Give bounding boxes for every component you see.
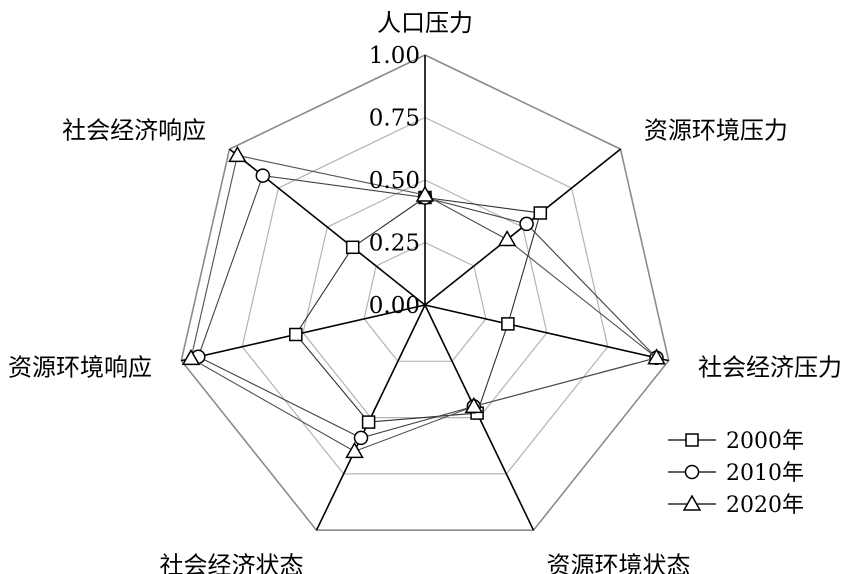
legend: 2000年 2010年 2020年: [668, 429, 804, 518]
tick-label: 0.00: [369, 293, 420, 319]
axis-label: 资源环境状态: [547, 551, 691, 574]
radar-grid: [180, 54, 670, 532]
data-point-triangle: [682, 494, 702, 511]
legend-item: 2000年: [668, 429, 804, 454]
tick-label: 1.00: [369, 43, 420, 69]
data-point-circle: [255, 168, 271, 183]
data-point-square: [685, 433, 699, 447]
tick-label: 0.50: [369, 168, 420, 194]
legend-label: 2010年: [726, 461, 804, 486]
axis-label: 资源环境响应: [8, 353, 152, 381]
data-point-square: [289, 327, 303, 342]
axis-label: 人口压力: [377, 9, 473, 37]
series-line: [190, 154, 658, 453]
data-point-square: [345, 240, 360, 255]
radial-tick-labels: 0.00 0.25 0.50 0.75 1.00: [369, 43, 420, 319]
data-point-triangle: [228, 145, 247, 163]
data-point-circle: [353, 430, 369, 446]
grid-ring: [180, 54, 670, 532]
data-point-circle: [519, 216, 534, 232]
data-point-square: [533, 206, 548, 220]
axis-label: 社会经济压力: [698, 353, 842, 381]
legend-label: 2000年: [726, 429, 804, 454]
series-line: [197, 174, 658, 439]
data-point-triangle: [647, 348, 666, 365]
legend-label: 2020年: [726, 493, 804, 518]
data-point-triangle: [181, 348, 201, 366]
axis-spoke: [424, 304, 669, 362]
series-line: [295, 196, 542, 423]
axis-spoke: [181, 304, 426, 362]
grid-ring: [241, 116, 609, 475]
legend-item: 2020年: [668, 493, 804, 518]
axis-label: 社会经济响应: [62, 116, 206, 144]
axis-label: 资源环境压力: [644, 116, 788, 144]
data-point-circle: [684, 464, 700, 480]
tick-label: 0.75: [369, 106, 420, 132]
data-point-square: [361, 415, 376, 429]
axis-label: 社会经济状态: [160, 551, 304, 574]
legend-item: 2010年: [668, 461, 804, 486]
grid-ring: [363, 241, 487, 362]
data-point-triangle: [497, 229, 517, 247]
tick-label: 0.25: [369, 231, 420, 257]
data-point-triangle: [345, 441, 364, 459]
series-triangle: [181, 145, 666, 459]
data-point-square: [501, 317, 515, 331]
data-point-triangle: [415, 185, 435, 202]
radar-series: [181, 145, 666, 459]
data-point-triangle: [464, 396, 484, 414]
